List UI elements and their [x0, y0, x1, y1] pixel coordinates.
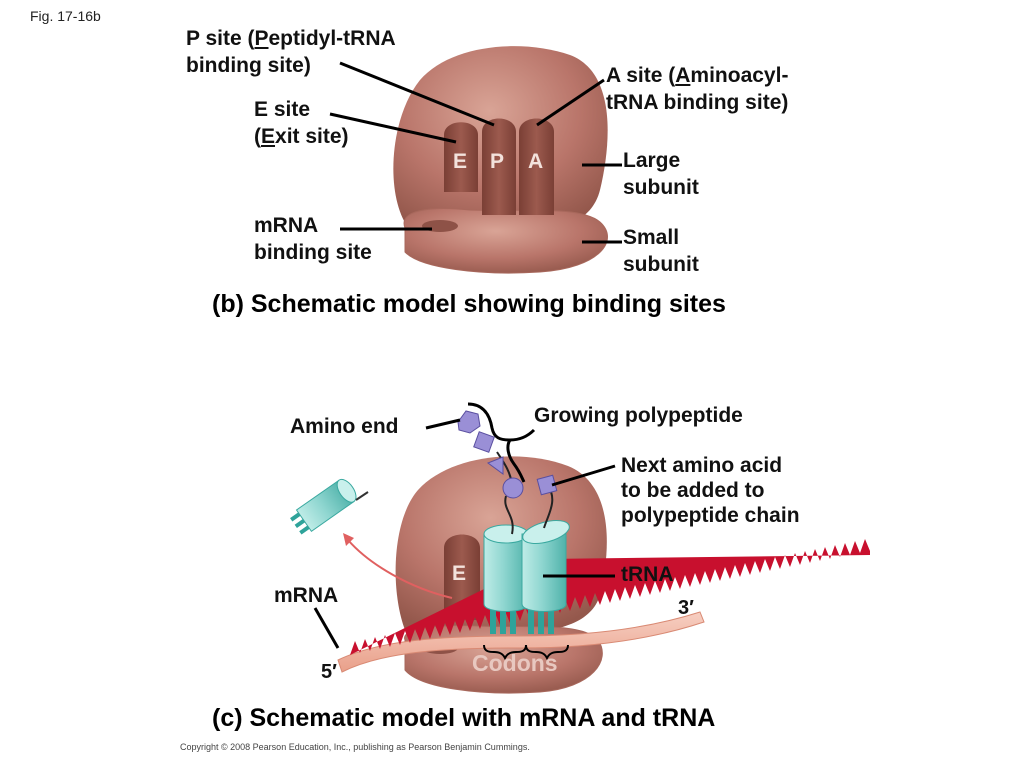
codon-brackets	[483, 644, 569, 661]
a-site-label-text-2: minoacyl-	[690, 64, 789, 87]
growing-polypeptide-label: Growing polypeptide	[534, 404, 743, 427]
p-site-tunnel	[482, 118, 516, 215]
mrna-binding-site-line2: binding site	[254, 241, 372, 264]
next-amino-acid-line3: polypeptide chain	[621, 504, 800, 527]
e-site-label-line1: E site	[254, 98, 311, 121]
panel-c-caption: (c) Schematic model with mRNA and tRNA	[212, 704, 716, 732]
p-site-label-line2: binding site)	[186, 54, 311, 77]
large-subunit-line1: Large	[623, 149, 681, 172]
mrna-bases	[350, 539, 870, 655]
figure-label: Fig. 17-16b	[30, 8, 101, 24]
trna-a-site	[521, 520, 570, 634]
site-e-letter: E	[453, 150, 467, 173]
codons-label: Codons	[472, 650, 558, 676]
p-site-label-text: P site (	[186, 27, 255, 50]
panel-c-ribosome: E Codons	[290, 410, 870, 694]
large-subunit-label: Large subunit	[623, 147, 699, 201]
a-site-tunnel	[519, 118, 554, 215]
p-site-label: P site (Peptidyl-tRNA binding site)	[186, 25, 396, 79]
next-amino-acid-label: Next amino acid to be added to polypepti…	[621, 453, 800, 528]
site-e-letter-c: E	[452, 562, 466, 585]
polypeptide-chain	[457, 410, 558, 535]
small-subunit-line2: subunit	[623, 253, 699, 276]
copyright-notice: Copyright © 2008 Pearson Education, Inc.…	[180, 742, 530, 752]
large-subunit-line2: subunit	[623, 176, 699, 199]
p-site-label-text-2: eptidyl-tRNA	[268, 27, 396, 50]
departing-trna	[290, 478, 357, 535]
panel-c-leader-lines	[313, 402, 616, 649]
panel-b-leader-lines	[329, 61, 622, 244]
panel-b-ribosome: E P A	[393, 46, 608, 274]
next-amino-acid-line2: to be added to	[621, 479, 765, 502]
e-site-label-text-2: xit site)	[275, 125, 349, 148]
a-site-label: A site (Aminoacyl- tRNA binding site)	[606, 62, 788, 116]
small-subunit-label: Small subunit	[623, 224, 699, 278]
panel-b-caption: (b) Schematic model showing binding site…	[212, 290, 726, 318]
p-site-label-underlined: P	[254, 27, 269, 50]
a-site-label-line2: tRNA binding site)	[606, 91, 789, 114]
site-a-letter: A	[528, 150, 543, 173]
e-site-label: E site (Exit site)	[254, 96, 349, 150]
trna-label: tRNA	[621, 563, 674, 586]
exit-arrow	[347, 539, 453, 599]
mrna-label: mRNA	[274, 584, 339, 607]
three-prime-label: 3′	[678, 597, 694, 619]
e-site-label-underlined: E	[261, 125, 276, 148]
mrna-strand	[337, 611, 705, 673]
amino-end-label: Amino end	[290, 415, 399, 438]
small-subunit-line1: Small	[623, 226, 680, 249]
a-site-label-underlined: A	[675, 64, 691, 87]
trna-p-site	[483, 524, 529, 634]
site-p-letter: P	[490, 150, 504, 173]
five-prime-label: 5′	[321, 661, 337, 683]
mrna-binding-site-line1: mRNA	[254, 214, 319, 237]
e-site-label-text: (	[254, 125, 261, 148]
a-site-label-text: A site (	[606, 64, 676, 87]
small-subunit	[403, 208, 608, 274]
mrna-binding-site-label: mRNA binding site	[254, 212, 372, 266]
next-amino-acid-line1: Next amino acid	[621, 454, 783, 477]
